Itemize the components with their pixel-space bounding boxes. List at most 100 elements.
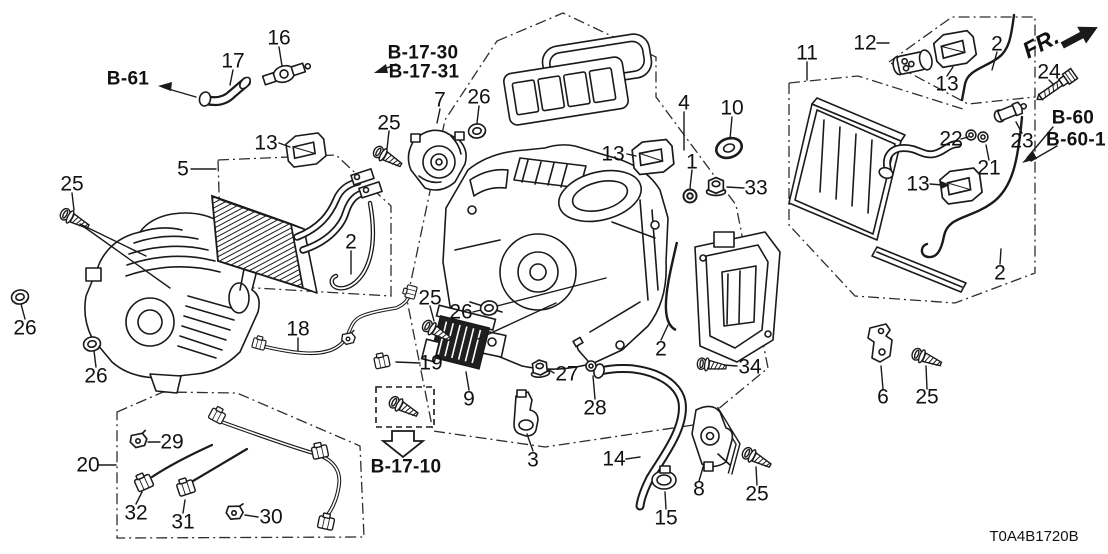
part-callout-13-45: 13 xyxy=(906,173,929,196)
connector-32-drawing xyxy=(131,469,155,493)
part-callout-2-33: 2 xyxy=(655,338,667,361)
part-callout-2-46: 2 xyxy=(994,262,1006,285)
ref-label-B-60-4: B-60 xyxy=(1052,108,1094,129)
part-callout-9-20: 9 xyxy=(463,388,475,411)
thermistor-drawing xyxy=(572,336,597,372)
part-callout-33-32: 33 xyxy=(744,177,767,200)
part-callout-16-0: 16 xyxy=(267,27,290,50)
group-box-evaporator-top xyxy=(788,75,964,110)
part-callout-13-2: 13 xyxy=(254,132,277,155)
sensor-wire-drawing xyxy=(251,283,418,356)
group-box-sensor xyxy=(887,16,1036,105)
washer-21 xyxy=(977,131,989,143)
part-callout-6-35: 6 xyxy=(877,386,889,409)
group-box-heater-core xyxy=(217,154,392,297)
grommet-10 xyxy=(714,136,744,160)
part-callout-26-6: 26 xyxy=(84,365,107,388)
part-callout-5-3: 5 xyxy=(177,158,189,181)
part-callout-25-17: 25 xyxy=(418,287,441,310)
part-callout-13-39: 13 xyxy=(935,73,958,96)
part-callout-4-30: 4 xyxy=(678,92,690,115)
part-callout-2-7: 2 xyxy=(345,231,357,254)
part-callout-17-1: 17 xyxy=(221,50,244,73)
group-box-evaporator-side xyxy=(788,83,1036,304)
ref-label-B-61-0: B-61 xyxy=(107,69,150,90)
water-valve-drawing xyxy=(261,62,312,86)
part-callout-32-11: 32 xyxy=(124,502,147,525)
part-callout-22-42: 22 xyxy=(939,128,962,151)
part-callout-12-38: 12 xyxy=(853,32,876,55)
part-callout-34-34: 34 xyxy=(738,356,762,379)
servo-motor-8-drawing xyxy=(691,405,741,475)
clip-29-drawing xyxy=(129,429,148,449)
hose-clamp-drawing xyxy=(651,465,677,490)
washer-1 xyxy=(682,188,698,204)
reference-labels: B-61 B-17-30B-17-31B-17-10 B-60B-60-1 xyxy=(107,43,1106,478)
part-callout-13-28: 13 xyxy=(601,143,624,166)
part-callout-25-14: 25 xyxy=(377,112,400,135)
leader-lines xyxy=(20,42,1055,518)
mount-bracket-drawing xyxy=(867,323,893,363)
water-hose-elbow-drawing xyxy=(198,76,251,107)
diagram-code: T0A4B1720B xyxy=(989,528,1078,545)
screw-34 xyxy=(695,356,728,375)
heater-core-drawing xyxy=(210,168,383,294)
ref-label-B-17-30-1: B-17-30 xyxy=(388,43,459,64)
evaporator-seal-drawing xyxy=(871,246,967,293)
aircon-sensor-drawing xyxy=(892,49,933,76)
clip-13-top-right xyxy=(931,28,979,70)
part-callout-27-21: 27 xyxy=(555,363,578,386)
pipe-bracket-drawing xyxy=(513,389,539,437)
part-callout-25-36: 25 xyxy=(915,386,938,409)
part-callout-19-19: 19 xyxy=(419,352,442,375)
receiver-pipes-drawing xyxy=(920,13,1024,259)
ref-label-B-17-10-3: B-17-10 xyxy=(371,457,442,478)
part-callout-8-26: 8 xyxy=(693,478,705,501)
nut-26-a xyxy=(9,287,31,307)
evaporator-drawing xyxy=(788,97,962,241)
part-callout-2-40: 2 xyxy=(991,33,1003,56)
heater-side-cover-drawing xyxy=(664,231,781,363)
servo-motor-7-drawing xyxy=(407,129,467,191)
fr-direction-arrow xyxy=(1060,26,1098,49)
duct-gasket-frame-drawing xyxy=(503,56,629,126)
fr-direction-label: FR. xyxy=(1018,23,1063,63)
part-callout-23-43: 23 xyxy=(1010,130,1033,153)
connector-19-drawing xyxy=(372,351,391,370)
part-callout-18-8: 18 xyxy=(286,318,309,341)
heater-resistor-drawing xyxy=(420,304,497,370)
part-callout-20-9: 20 xyxy=(76,454,99,477)
pipe-fitting-drawing xyxy=(993,101,1027,123)
part-callout-30-13: 30 xyxy=(259,506,282,529)
wire-harness-drawing xyxy=(129,404,342,532)
connector-31-drawing xyxy=(174,475,197,498)
clip-13-center xyxy=(630,138,676,176)
b-17-10-callout-box xyxy=(375,386,435,459)
part-callout-14-24: 14 xyxy=(602,448,626,471)
clip-30-drawing xyxy=(224,500,246,522)
nut-33 xyxy=(705,176,727,197)
part-callout-10-31: 10 xyxy=(720,97,743,120)
reference-arrows xyxy=(158,26,1098,163)
ref-label-B-17-31-2: B-17-31 xyxy=(389,62,460,83)
part-callout-15-25: 15 xyxy=(654,507,677,530)
blower-sub-assembly-drawing xyxy=(84,212,260,394)
part-callout-26-5: 26 xyxy=(13,317,36,340)
washer-22 xyxy=(965,129,977,141)
part-callout-3-23: 3 xyxy=(527,449,539,472)
part-callout-28-22: 28 xyxy=(583,397,606,420)
part-callout-26-18: 26 xyxy=(449,301,472,324)
part-callout-25-4: 25 xyxy=(60,173,83,196)
part-callout-24-41: 24 xyxy=(1037,61,1061,84)
part-callout-21-44: 21 xyxy=(977,157,1000,180)
down-arrow-icon xyxy=(380,430,426,459)
nut-26-c xyxy=(466,122,488,140)
part-callout-31-12: 31 xyxy=(171,511,194,534)
hardware-fasteners xyxy=(9,28,1079,473)
part-callout-29-10: 29 xyxy=(160,431,183,454)
ref-label-B-60-1-5: B-60-1 xyxy=(1046,130,1106,151)
part-callout-11-37: 11 xyxy=(796,42,818,65)
